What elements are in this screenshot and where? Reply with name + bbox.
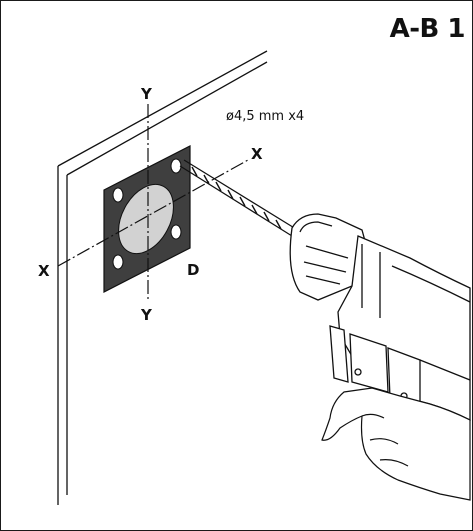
- y-axis-label-bottom: Y: [140, 306, 153, 324]
- drill-spec-label: ø4,5 mm x4: [226, 109, 304, 124]
- x-axis-line: [57, 159, 249, 267]
- y-axis-label-top: Y: [140, 85, 153, 103]
- screw-hole: [112, 187, 124, 203]
- plate-center-oval: [118, 183, 174, 255]
- x-axis-label-top: X: [251, 145, 263, 163]
- plate-label: D: [187, 261, 199, 279]
- screw-hole: [170, 224, 182, 240]
- hand: [321, 387, 471, 501]
- step-label: A-B 1: [389, 14, 466, 44]
- x-axis-label-bottom: X: [38, 262, 50, 280]
- screw-hole: [170, 158, 182, 174]
- power-drill: [289, 213, 471, 422]
- center-axes: [57, 104, 249, 300]
- mounting-plate: [103, 145, 191, 293]
- drill-bit: [179, 159, 297, 237]
- screw-hole: [112, 254, 124, 270]
- wall-panel: [57, 50, 268, 505]
